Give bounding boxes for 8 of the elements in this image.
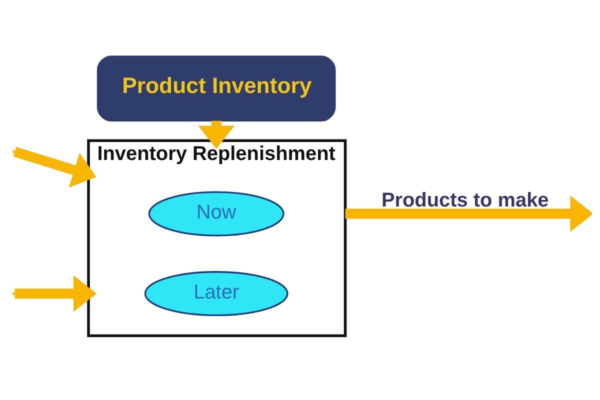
arrow	[13, 146, 96, 187]
edge-label: Products to make	[381, 188, 549, 211]
arrow	[14, 274, 97, 312]
node-box: Product Inventory	[96, 55, 336, 122]
arrow	[345, 195, 592, 232]
arrow	[198, 120, 234, 148]
node-ellipse: Now	[148, 190, 284, 236]
node-ellipse: Later	[144, 270, 288, 316]
